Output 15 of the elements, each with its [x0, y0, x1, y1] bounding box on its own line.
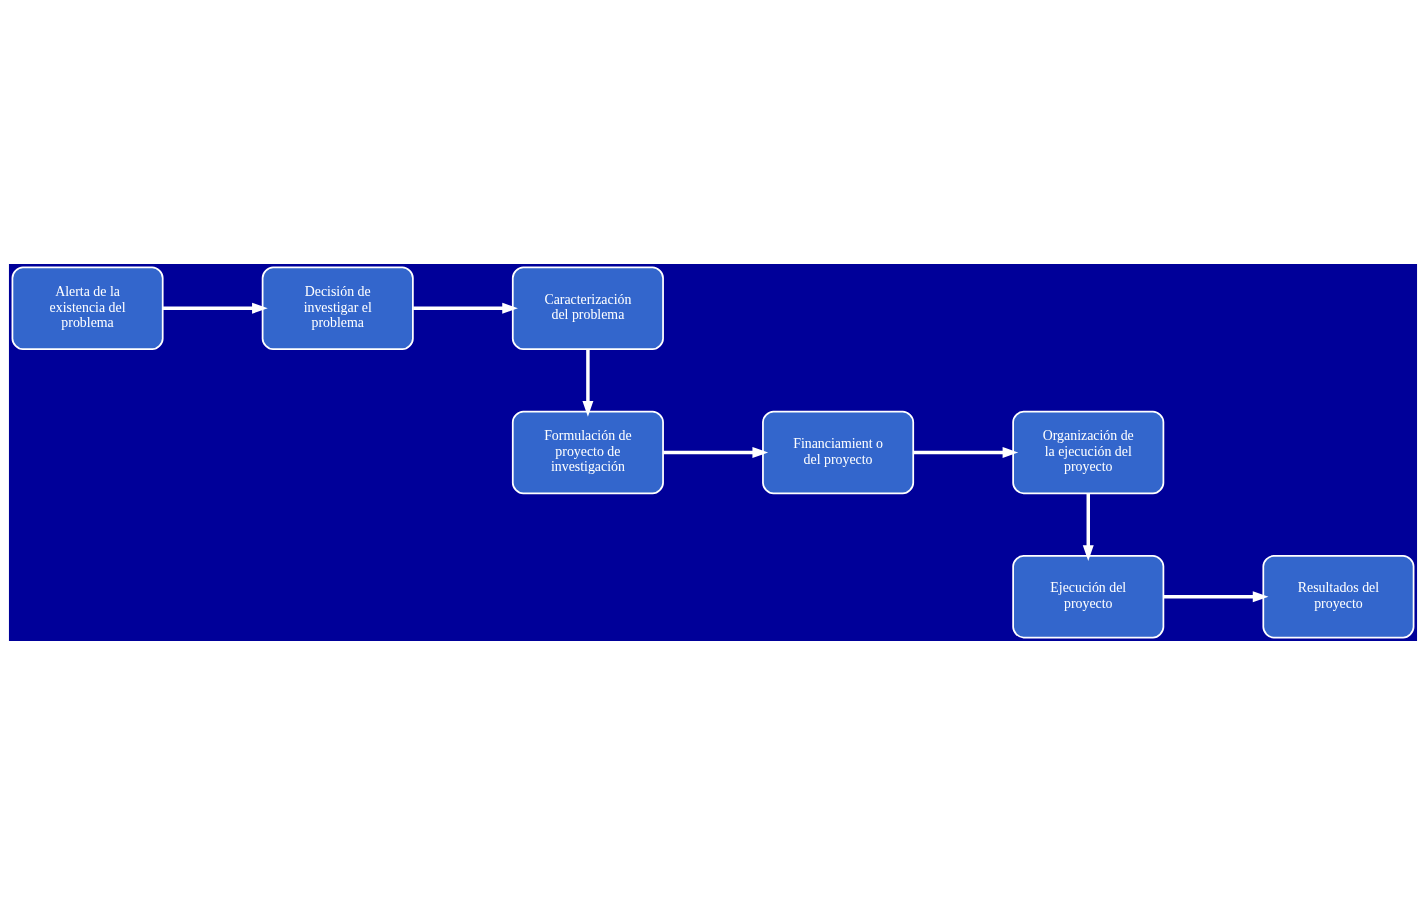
arrow [582, 349, 594, 417]
arrow [913, 447, 1019, 458]
node-box: Alerta de la existencia del problema [11, 266, 164, 350]
node-box: Caracterización del problema [511, 266, 664, 350]
node-box: Resultados del proyecto [1262, 555, 1415, 639]
arrow [1163, 591, 1269, 603]
node-box: Organización de la ejecución del proyecto [1012, 410, 1165, 495]
node-box: Ejecución del proyecto [1012, 555, 1165, 639]
arrow [663, 447, 769, 458]
node-box: Formulación de proyecto de investigación [511, 410, 664, 495]
node-box: Financiamient o del proyecto [762, 410, 915, 495]
arrow [1082, 493, 1094, 561]
arrow [162, 302, 268, 314]
arrow [413, 302, 518, 314]
node-box: Decisión de investigar el problema [261, 266, 414, 350]
